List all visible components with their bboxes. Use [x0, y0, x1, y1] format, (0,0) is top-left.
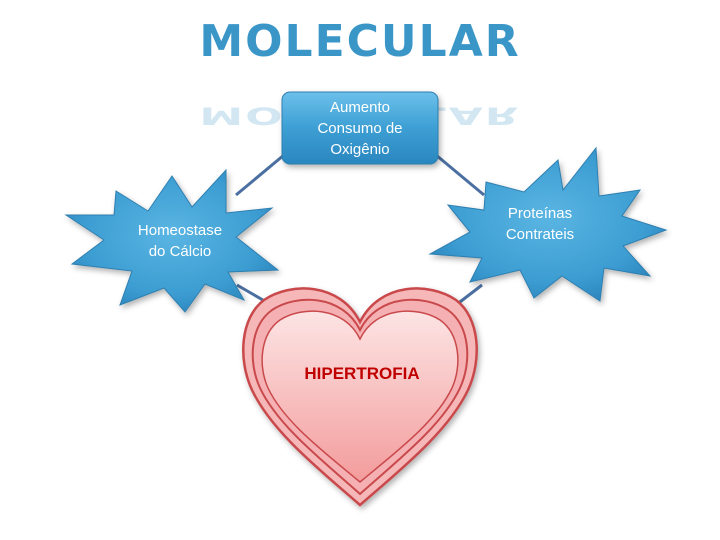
node-top-label: Aumento Consumo de Oxigênio	[317, 99, 403, 158]
node-right-burst	[428, 146, 668, 302]
connector-top-right	[435, 153, 485, 197]
node-left-label: Homeostase do Cálcio	[137, 222, 223, 260]
node-center-label: HIPERTROFIA	[304, 364, 420, 383]
connector-top-left	[235, 153, 285, 197]
diagram-title: MOLECULAR	[199, 16, 521, 67]
node-left-burst	[64, 168, 280, 313]
node-right-label: Proteínas Contrateis	[505, 205, 575, 243]
connector-right-heart	[455, 283, 483, 307]
node-center-heart	[242, 287, 478, 507]
node-top-box	[281, 91, 439, 165]
connectors	[235, 153, 485, 307]
heart-inner	[261, 310, 459, 483]
